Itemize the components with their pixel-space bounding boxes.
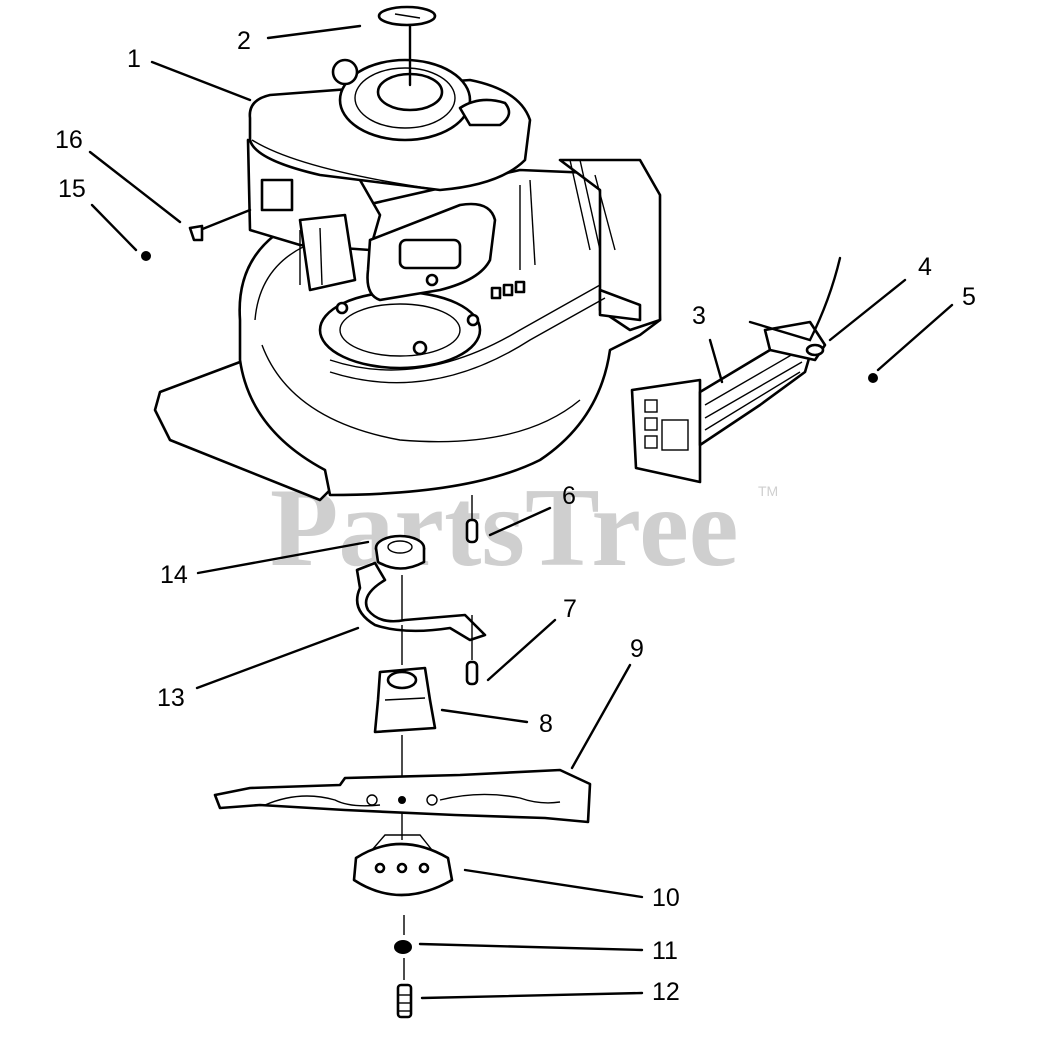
callout-6: 6 [562, 482, 576, 510]
callout-15: 15 [58, 175, 86, 203]
chute-deflector [630, 320, 827, 484]
callout-labels: 1 2 3 4 5 6 7 8 9 10 11 12 13 14 15 16 [55, 27, 976, 1006]
washer [394, 915, 412, 954]
callout-5: 5 [962, 283, 976, 311]
callout-11: 11 [652, 937, 678, 965]
callout-1: 1 [127, 45, 141, 73]
screw-6 [465, 495, 479, 544]
callout-14: 14 [160, 561, 188, 589]
bracket [355, 561, 487, 642]
engine-assembly [246, 58, 532, 302]
chute-rod [748, 256, 842, 357]
callout-13: 13 [157, 684, 185, 712]
leader-lines [88, 24, 954, 1000]
screw-7 [465, 615, 479, 686]
watermark-trademark: TM [758, 483, 778, 499]
callout-10: 10 [652, 884, 680, 912]
callout-16: 16 [55, 126, 83, 154]
callout-9: 9 [630, 635, 644, 663]
blade [213, 735, 592, 824]
decal-part [377, 5, 437, 27]
callout-12: 12 [652, 978, 680, 1006]
screw-15 [141, 251, 151, 261]
blade-retainer [352, 812, 454, 897]
blade-adapter [373, 625, 437, 734]
callout-8: 8 [539, 710, 553, 738]
callout-2: 2 [237, 27, 251, 55]
mower-deck [153, 158, 662, 502]
callout-4: 4 [918, 253, 932, 281]
screw-5 [868, 373, 878, 383]
screw-16 [188, 208, 252, 242]
callout-7: 7 [563, 595, 577, 623]
blade-bolt [396, 958, 413, 1019]
callout-3: 3 [692, 302, 706, 330]
pulley [374, 534, 426, 570]
